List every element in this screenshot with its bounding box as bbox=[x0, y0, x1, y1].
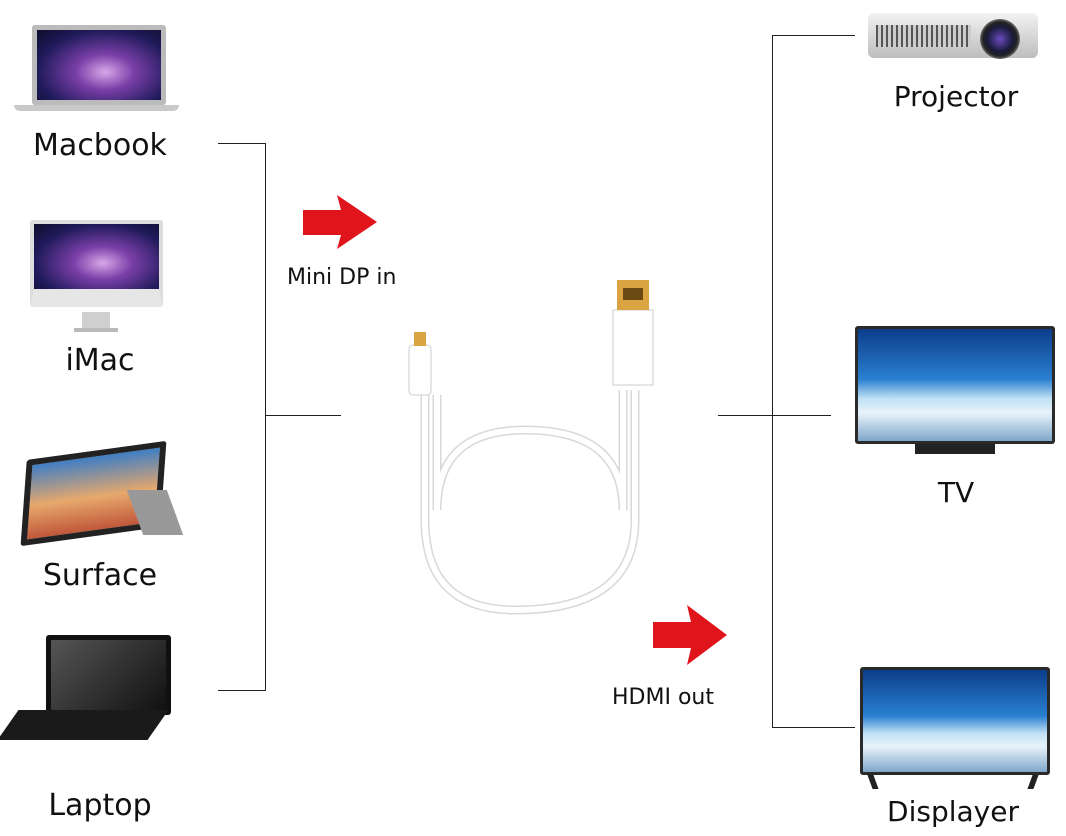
imac-image bbox=[30, 220, 165, 335]
connector-line bbox=[772, 727, 855, 728]
projector-image bbox=[868, 5, 1043, 63]
source-label-macbook: Macbook bbox=[33, 128, 167, 163]
source-label-imac: iMac bbox=[65, 343, 135, 378]
output-arrow-icon bbox=[653, 605, 727, 665]
connector-line bbox=[218, 690, 265, 691]
source-label-surface: Surface bbox=[42, 558, 158, 593]
connector-line bbox=[772, 35, 773, 728]
output-label-displayer: Displayer bbox=[887, 795, 1019, 828]
connector-line bbox=[218, 143, 265, 144]
laptop-image bbox=[0, 635, 171, 745]
cable-image bbox=[408, 280, 654, 615]
connector-line bbox=[718, 415, 831, 416]
output-label-projector: Projector bbox=[893, 80, 1019, 113]
input-label: Mini DP in bbox=[287, 265, 397, 290]
connector-line bbox=[265, 415, 341, 416]
connector-line bbox=[772, 35, 855, 36]
surface-image bbox=[15, 430, 184, 547]
connector-line bbox=[265, 143, 266, 691]
displayer-image bbox=[860, 667, 1050, 792]
input-arrow-icon bbox=[303, 195, 377, 249]
macbook-image bbox=[14, 25, 179, 115]
output-label: HDMI out bbox=[612, 685, 714, 710]
source-label-laptop: Laptop bbox=[48, 788, 152, 823]
output-label-tv: TV bbox=[937, 476, 975, 509]
tv-image bbox=[855, 326, 1055, 456]
